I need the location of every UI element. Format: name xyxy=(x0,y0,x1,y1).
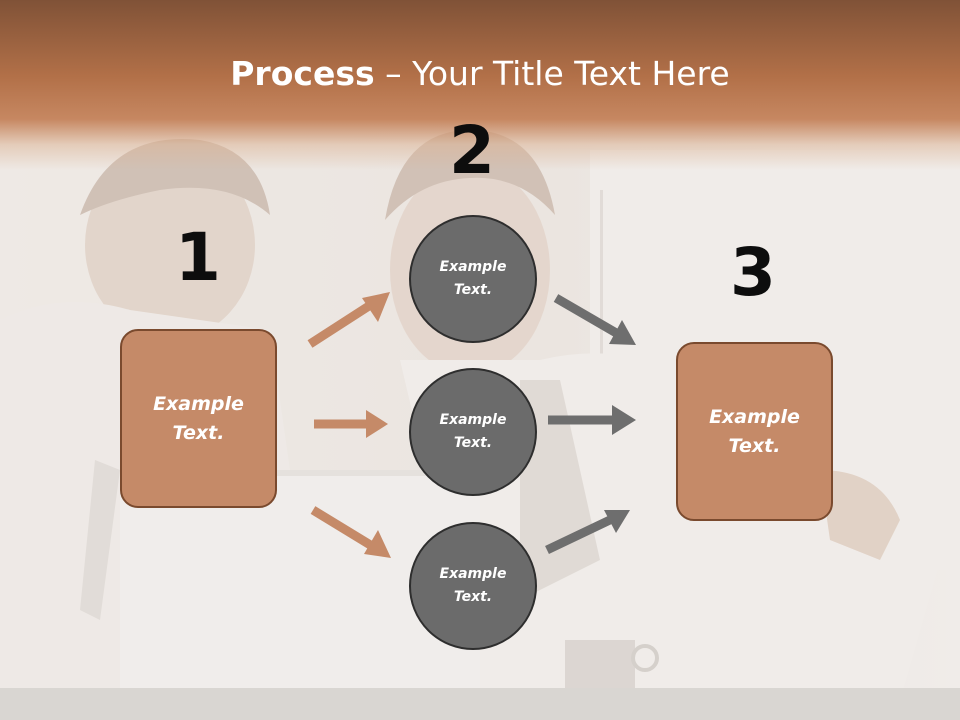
step-number-1: 1 xyxy=(175,219,221,296)
step-3-box-line2: Text. xyxy=(728,434,781,457)
arrow-from-circle-top xyxy=(553,294,636,345)
step-1-box: Example Text. xyxy=(120,329,277,508)
slide-title: Process – Your Title Text Here xyxy=(0,52,960,96)
arrow-to-circle-bottom xyxy=(310,506,391,558)
circle-middle-line2: Text. xyxy=(453,435,493,451)
step-2-circle-middle: Example Text. xyxy=(409,368,537,496)
step-2-circle-bottom: Example Text. xyxy=(409,522,537,650)
header-band xyxy=(0,0,960,170)
step-2-circle-top: Example Text. xyxy=(409,215,537,343)
step-number-3: 3 xyxy=(730,234,776,311)
step-number-2: 2 xyxy=(449,112,495,189)
step-3-box: Example Text. xyxy=(676,342,833,521)
arrow-to-circle-top xyxy=(307,292,390,348)
circle-bottom-line2: Text. xyxy=(453,589,493,605)
title-rest-text: – Your Title Text Here xyxy=(374,54,730,93)
circle-bottom-line1: Example xyxy=(439,566,507,582)
arrow-from-circle-bottom xyxy=(545,510,630,555)
title-bold-text: Process xyxy=(230,54,375,93)
circle-top-line1: Example xyxy=(439,259,507,275)
arrow-to-circle-middle xyxy=(314,410,388,438)
step-1-box-line1: Example xyxy=(153,392,244,415)
step-3-box-line1: Example xyxy=(709,405,800,428)
arrow-from-circle-middle xyxy=(548,405,636,435)
circle-middle-line1: Example xyxy=(439,412,507,428)
step-1-box-line2: Text. xyxy=(172,421,225,444)
circle-top-line2: Text. xyxy=(453,282,493,298)
footer-bar xyxy=(0,688,960,720)
